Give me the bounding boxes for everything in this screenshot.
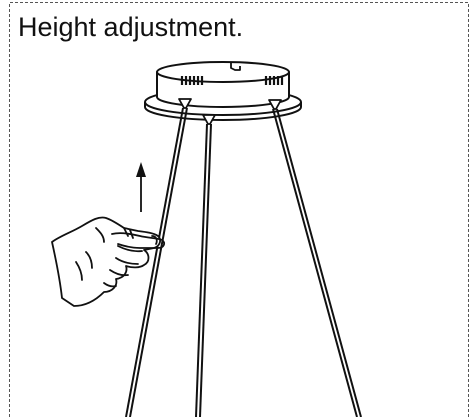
cable-gripper-icon	[178, 98, 282, 125]
instruction-title: Height adjustment.	[18, 12, 244, 42]
hand-icon	[51, 216, 165, 307]
suspension-wire-icon	[125, 107, 362, 417]
dashed-border	[9, 2, 469, 417]
up-arrow-icon	[136, 162, 146, 212]
